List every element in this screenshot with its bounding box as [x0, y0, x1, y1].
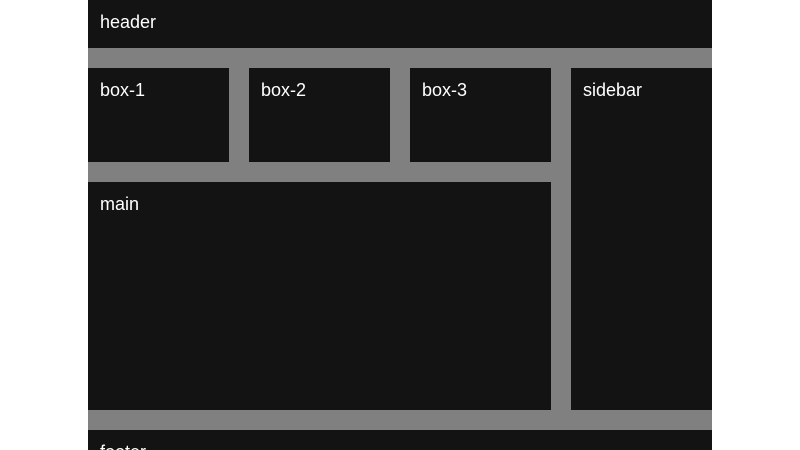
- box-3-label: box-3: [422, 80, 468, 100]
- sidebar-region: sidebar: [571, 68, 712, 410]
- box-2-label: box-2: [261, 80, 307, 100]
- footer-region: footer: [88, 430, 712, 450]
- footer-label: footer: [100, 442, 146, 450]
- main-label: main: [100, 194, 140, 214]
- header-label: header: [100, 12, 157, 32]
- sidebar-label: sidebar: [583, 80, 643, 100]
- main-region: main: [88, 182, 551, 410]
- header-region: header: [88, 0, 712, 48]
- box-3-region: box-3: [410, 68, 551, 162]
- box-2-region: box-2: [249, 68, 390, 162]
- box-1-label: box-1: [100, 80, 146, 100]
- box-1-region: box-1: [88, 68, 229, 162]
- grid-container: header box-1 box-2 box-3 sidebar main fo…: [88, 0, 712, 450]
